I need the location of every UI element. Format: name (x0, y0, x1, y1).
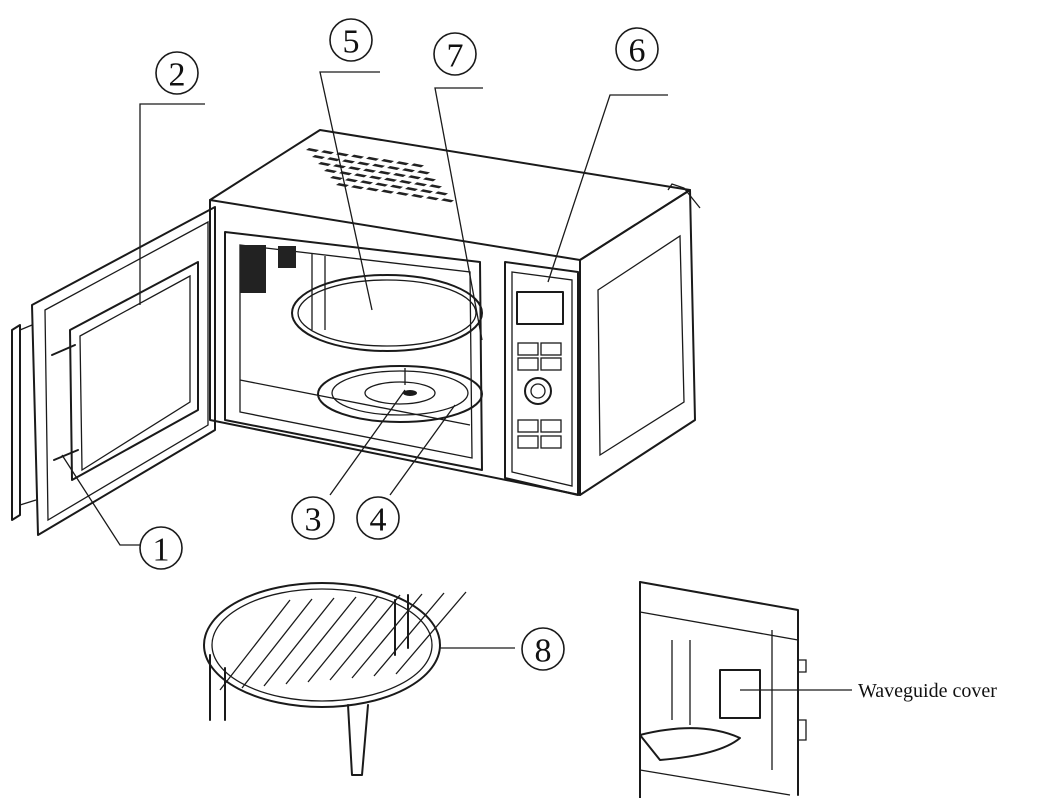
panel-button (517, 419, 539, 433)
vent-slot (351, 185, 364, 190)
rack-bar (285, 596, 357, 685)
callout-1-label: 1 (153, 532, 170, 569)
rack-bar (395, 591, 467, 675)
vent-slot (324, 169, 337, 173)
vent-slot (426, 196, 439, 201)
roller-ring (317, 365, 483, 423)
callout-2-label: 2 (169, 57, 186, 94)
panel-button (517, 357, 539, 371)
vent-slot (378, 170, 391, 175)
vent-slot (405, 187, 418, 191)
vent-slot (375, 182, 388, 187)
waveguide-inset (639, 581, 807, 798)
door-safety-interlock (51, 344, 79, 461)
vent-slot (399, 180, 412, 184)
callout-6: 6 (615, 27, 659, 71)
glass-tray (291, 274, 483, 352)
vent-slot (396, 191, 409, 196)
callout-6-label: 6 (629, 33, 646, 70)
callout-1: 1 (139, 526, 183, 570)
callout-7: 7 (433, 32, 477, 76)
vent-slot (372, 163, 385, 168)
vent-slot (342, 159, 355, 164)
vent-slot (381, 159, 394, 163)
vent-slot (348, 166, 361, 171)
round-rack (203, 582, 467, 776)
vent-slot (441, 198, 454, 203)
vent-slot (369, 175, 382, 180)
vent-slot (321, 150, 334, 155)
vent-slot (336, 152, 349, 157)
vent-slot (393, 173, 406, 177)
vent-slot (357, 161, 370, 166)
vent-slot (333, 164, 346, 169)
vent-slot (408, 175, 421, 180)
vent-slot (366, 156, 379, 161)
waveguide-cover (719, 669, 761, 719)
callout-4: 4 (356, 496, 400, 540)
microwave-body (209, 129, 701, 496)
waveguide-cover-label: Waveguide cover (858, 680, 997, 702)
rack-bar (329, 594, 401, 681)
rack-bar (263, 597, 335, 687)
callout-3-label: 3 (305, 502, 322, 539)
vent-slot (336, 183, 349, 187)
callout-5-label: 5 (343, 24, 360, 61)
microwave-door (11, 206, 216, 536)
callout-3: 3 (291, 496, 335, 540)
vent-slot (330, 176, 343, 180)
panel-button (517, 435, 539, 449)
panel-button (540, 342, 562, 356)
vent-slot (312, 155, 325, 159)
panel-button (540, 435, 562, 449)
cavity-vent (240, 245, 266, 293)
vent-slot (345, 178, 358, 183)
callout-4-label: 4 (370, 502, 387, 539)
vent-slot (420, 189, 433, 194)
vent-slot (351, 154, 364, 159)
callout-5: 5 (329, 18, 373, 62)
vent-slot (390, 184, 403, 189)
vent-slot (429, 184, 442, 189)
vent-slot (417, 170, 430, 175)
vent-slot (387, 166, 400, 170)
control-dial (524, 377, 552, 405)
panel-button (540, 419, 562, 433)
vent-slot (414, 182, 427, 187)
vent-slot (396, 161, 409, 166)
rack-bar (307, 595, 379, 683)
vent-slot (354, 173, 367, 178)
vent-slot (327, 157, 340, 162)
vent-slot (435, 191, 448, 196)
vent-slot (381, 189, 394, 194)
rack-bar (241, 598, 313, 689)
vent-slot (411, 194, 424, 198)
display-window (516, 291, 564, 325)
vent-slot (360, 180, 373, 185)
oven-cavity (224, 231, 483, 471)
top-vent (306, 148, 454, 203)
vent-slot (318, 162, 331, 166)
callout-7-label: 7 (447, 38, 464, 75)
panel-button (517, 342, 539, 356)
rack-bar (351, 593, 423, 679)
vent-slot (366, 187, 379, 192)
vent-slot (411, 163, 424, 168)
vent-slot (384, 177, 397, 182)
vent-slot (306, 148, 319, 152)
callout-2: 2 (155, 51, 199, 95)
panel-button (540, 357, 562, 371)
cavity-vent (278, 246, 296, 268)
vent-slot (402, 168, 415, 173)
leader-lines (61, 71, 668, 649)
vent-slot (363, 168, 376, 173)
turntable-shaft (403, 368, 417, 396)
callout-8-label: 8 (535, 633, 552, 670)
callout-8: 8 (521, 627, 565, 671)
control-panel (504, 261, 579, 496)
vent-slot (423, 177, 436, 182)
rack-bar (219, 599, 291, 691)
vent-slot (339, 171, 352, 176)
